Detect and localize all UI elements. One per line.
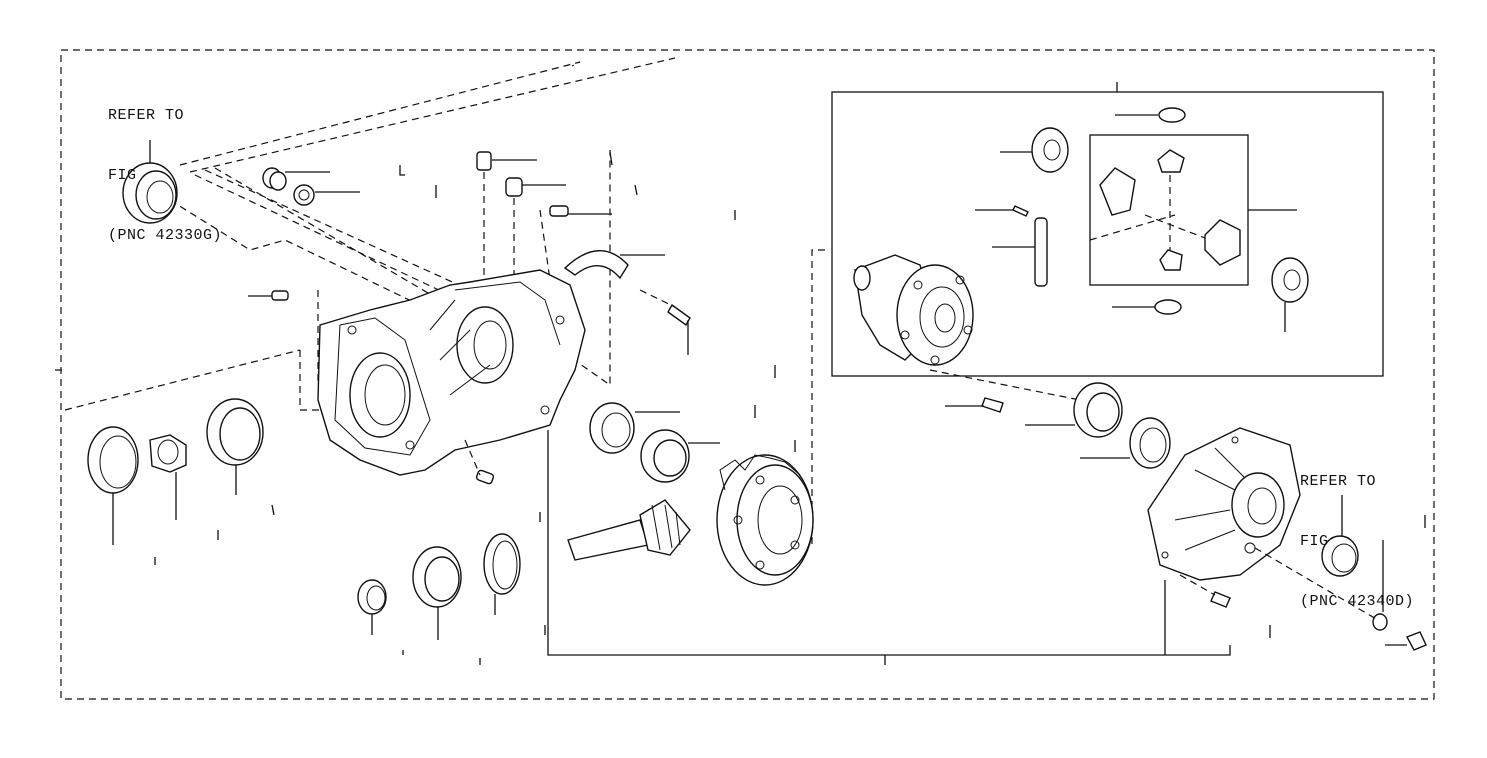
drive-pinion — [567, 499, 691, 561]
small-washer-bottom — [1112, 299, 1182, 315]
pin-bottom — [464, 439, 495, 485]
rear-cover — [1147, 427, 1301, 581]
bolt-c — [1179, 574, 1231, 608]
differential-case — [853, 254, 974, 366]
spacer-bottom — [357, 579, 387, 635]
refer-left-line1: REFER TO — [108, 107, 185, 124]
refer-left-line3[interactable]: (PNC 42330G) — [108, 227, 223, 244]
differential-carrier-housing — [317, 269, 586, 476]
plug-top — [262, 167, 360, 206]
thrust-washer-right — [1271, 257, 1309, 332]
oil-seal-rear — [1321, 495, 1359, 577]
oil-seal-top-left — [122, 140, 178, 224]
bolt-b — [945, 397, 1004, 413]
bearing-bottom — [412, 546, 462, 640]
thrust-washer-top — [1000, 127, 1069, 173]
oil-seal-bottom — [483, 533, 521, 615]
bolt-a — [639, 289, 691, 355]
ring-gear — [716, 454, 814, 586]
plug-rear — [1254, 540, 1427, 651]
refer-left-line2: FIG — [108, 167, 137, 184]
refer-right-line2: FIG — [1300, 533, 1329, 550]
refer-right-label: REFER TO FIG (PNC 42340D) — [1300, 432, 1414, 632]
subassembly-box — [831, 91, 1384, 377]
bearing-left — [206, 398, 264, 495]
small-washer-top — [1115, 107, 1186, 123]
pin-left — [248, 290, 289, 301]
outer-frame — [60, 49, 1435, 700]
refer-right-line3[interactable]: (PNC 42340D) — [1300, 593, 1415, 610]
refer-left-label: REFER TO FIG (PNC 42330G) — [108, 66, 222, 266]
side-gears — [1099, 149, 1297, 271]
oil-seal-left — [87, 426, 139, 545]
breather-plug — [476, 151, 612, 290]
companion-flange-nut — [149, 434, 187, 520]
pinion-shaft — [975, 205, 1048, 287]
oil-deflector — [563, 250, 665, 280]
bearing-middle-2 — [640, 429, 720, 483]
refer-right-line1: REFER TO — [1300, 473, 1377, 490]
oil-seal-right — [1080, 417, 1171, 469]
bearing-middle-1 — [589, 402, 680, 454]
bracket-line — [547, 430, 1231, 656]
bearing-right — [1025, 382, 1123, 438]
